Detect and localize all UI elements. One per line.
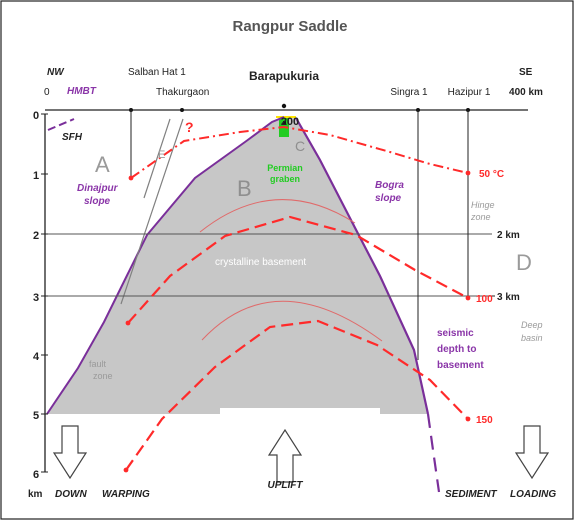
fault-zone-label-1: fault	[89, 359, 107, 369]
hmbt-fault-trace	[47, 118, 75, 131]
temp-50-label: 50 °C	[479, 169, 504, 180]
se-label: SE	[519, 67, 533, 78]
basement-edge-east	[295, 117, 430, 415]
depth-label-5: 5	[33, 410, 39, 422]
depth-label-6: 6	[33, 469, 39, 481]
zone-a-label: A	[95, 152, 110, 177]
hmbt-label: HMBT	[67, 86, 97, 97]
isotherm-150-dot-east	[465, 416, 471, 422]
bottom-patch	[220, 408, 380, 416]
zone-b-label: B	[237, 176, 252, 201]
depth-label-2: 2	[33, 230, 39, 242]
figure-title: Rangpur Saddle	[232, 18, 347, 35]
seismic-label-3: basement	[437, 360, 484, 371]
down-label: DOWN	[55, 489, 87, 500]
depth-unit: km	[28, 489, 43, 500]
dinajpur-label-2: slope	[84, 196, 111, 207]
isotherm-100-dot-west	[125, 320, 131, 326]
hinge-label-2: zone	[470, 212, 491, 222]
sediment-label: SEDIMENT	[445, 489, 498, 500]
sfh-label: SFH	[62, 132, 83, 143]
well-label-salban-hat: Salban Hat 1	[128, 67, 186, 78]
isotherm-50-dot-east	[465, 170, 471, 176]
isotherm-100	[127, 215, 469, 324]
crystalline-basement-body	[47, 117, 428, 414]
uplift-arrow-icon	[267, 428, 303, 483]
distance-label-400: 400 km	[509, 87, 543, 98]
well-marker-barapukuria	[281, 103, 287, 109]
isotherm-50	[130, 125, 469, 179]
zone-e-label: E	[158, 149, 165, 161]
well-label-barapukuria: Barapukuria	[249, 69, 319, 83]
depth-label-4: 4	[33, 351, 40, 363]
depth-label-3: 3	[33, 292, 39, 304]
depth-2km-label: 2 km	[497, 230, 520, 241]
distance-label-0: 0	[44, 87, 50, 98]
bogra-label-2: slope	[375, 193, 402, 204]
well-label-singra: Singra 1	[390, 87, 428, 98]
depth-label-0: 0	[33, 110, 39, 122]
seismic-label-2: depth to	[437, 344, 476, 355]
deep-basin-label-2: basin	[521, 333, 543, 343]
bogra-label-1: Bogra	[375, 180, 404, 191]
well-label-hazipur: Hazipur 1	[448, 87, 491, 98]
warping-label: WARPING	[102, 489, 150, 500]
isotherm-50-dot-west	[128, 175, 134, 181]
graben-well-marker	[283, 121, 286, 125]
zone-d-label: D	[516, 250, 532, 275]
fault-zone-label-2: zone	[93, 371, 113, 381]
nw-label: NW	[47, 67, 65, 78]
thin-curve-lower	[201, 300, 383, 342]
uplift-label: UPLIFT	[268, 480, 304, 491]
crystalline-basement-label: crystalline basement	[215, 257, 306, 268]
fault-line-1	[120, 118, 184, 305]
permian-label-1: Permian	[267, 163, 303, 173]
fault-line-2	[143, 118, 171, 199]
temp-150-label: 150	[476, 415, 493, 426]
zone-c-label: C	[295, 138, 305, 154]
question-mark: ?	[185, 119, 194, 135]
down-arrow-left-icon	[52, 425, 88, 480]
depth-3km-label: 3 km	[497, 292, 520, 303]
isotherm-150	[125, 319, 469, 471]
loading-label: LOADING	[510, 489, 556, 500]
hinge-label-1: Hinge	[471, 200, 495, 210]
basement-edge-west	[46, 116, 285, 415]
temp-100-label: 100	[476, 294, 493, 305]
thin-curve-upper	[199, 199, 356, 233]
isotherm-150-dot-west	[123, 467, 129, 473]
deep-basin-label-1: Deep	[521, 320, 543, 330]
depth-label-1: 1	[33, 170, 39, 182]
permian-label-2: graben	[270, 174, 300, 184]
dinajpur-label-1: Dinajpur	[77, 183, 119, 194]
seismic-label-1: seismic	[437, 328, 474, 339]
down-arrow-right-icon	[514, 425, 550, 480]
basement-edge-east-dashed	[426, 413, 441, 493]
distance-label-200: 200	[281, 116, 299, 128]
well-label-thakurgaon: Thakurgaon	[156, 87, 209, 98]
well-marker-thakurgaon	[180, 108, 184, 112]
isotherm-100-dot-east	[465, 295, 471, 301]
